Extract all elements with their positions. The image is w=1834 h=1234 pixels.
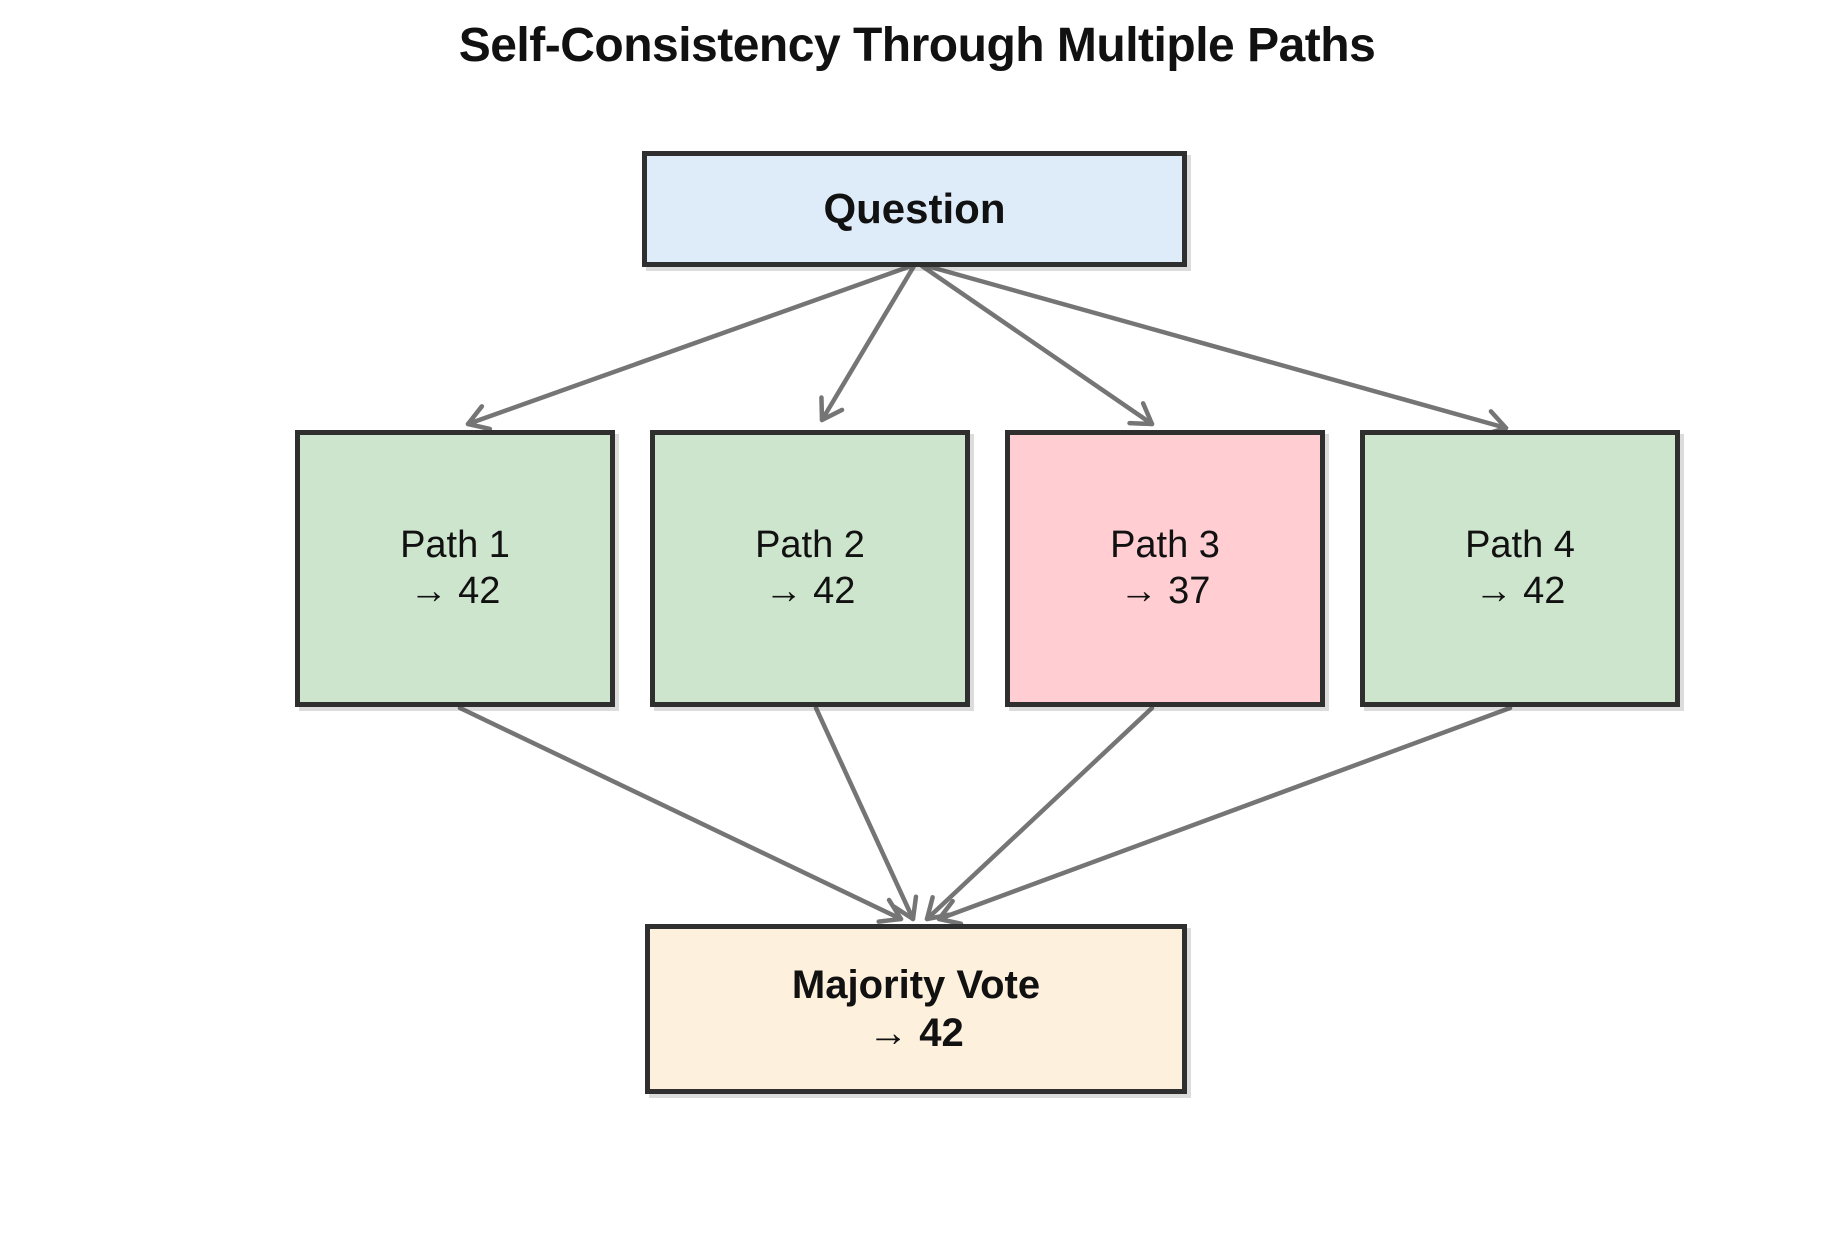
question-label: Question [823,185,1006,232]
path-3-label: Path 3 [1110,523,1220,566]
path-1-node: Path 1 → 42 [295,430,615,707]
path-1-answer: → 42 [409,569,501,612]
question-node: Question [642,151,1187,267]
arrow-question-to-path4 [924,263,1509,437]
path-4-answer: → 42 [1474,569,1566,612]
path-2-label: Path 2 [755,523,865,566]
path-1-label: Path 1 [400,523,510,566]
majority-vote-answer: → 42 [868,1011,964,1055]
arrow-question-to-path1 [465,263,914,432]
arrow-question-to-path2 [819,263,917,423]
diagram-title: Self-Consistency Through Multiple Paths [458,19,1376,72]
path-4-label: Path 4 [1465,523,1575,566]
path-4-node: Path 4 → 42 [1360,430,1680,707]
path-3-answer: → 37 [1119,569,1211,612]
arrow-question-to-path3 [919,263,1155,427]
arrow-path1-to-majority [457,705,904,924]
arrow-path2-to-majority [813,705,919,922]
majority-vote-label: Majority Vote [791,963,1041,1007]
path-3-node: Path 3 → 37 [1005,430,1325,707]
arrow-path3-to-majority [924,705,1155,922]
path-2-node: Path 2 → 42 [650,430,970,707]
path-2-answer: → 42 [764,569,856,612]
arrow-path4-to-majority [936,705,1513,926]
majority-vote-node: Majority Vote → 42 [645,924,1187,1094]
